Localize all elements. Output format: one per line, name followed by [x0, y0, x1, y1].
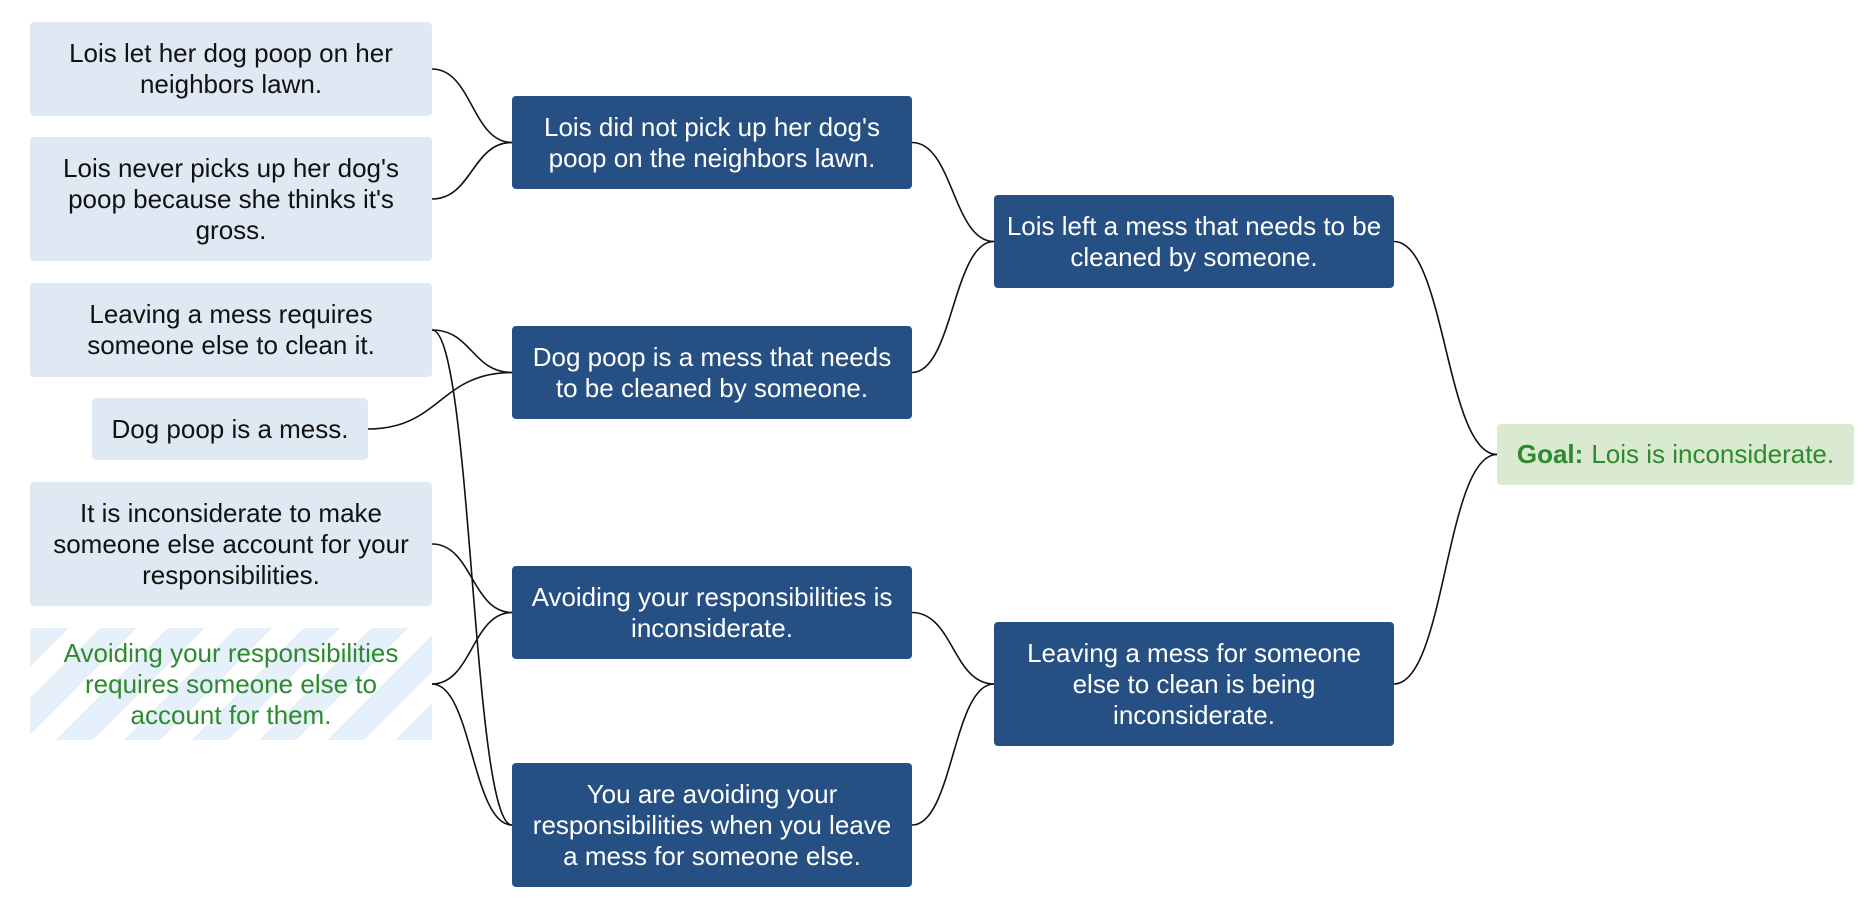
- intermediate-node-poop-needs-cleaning: Dog poop is a mess that needs to be clea…: [512, 326, 912, 419]
- premise-node-inconsiderate-responsibilities: It is inconsiderate to make someone else…: [30, 482, 432, 606]
- premise-text: It is inconsiderate to make someone else…: [53, 497, 409, 590]
- intermediate-node-avoiding-inconsiderate: Avoiding your responsibilities is incons…: [512, 566, 912, 659]
- goal-text: Lois is inconsiderate.: [1591, 439, 1835, 469]
- edge-i3-to-c2: [911, 611, 995, 685]
- edge-c1-to-goal: [1393, 240, 1498, 456]
- premise-node-dog-poop-mess: Dog poop is a mess.: [92, 398, 368, 460]
- intermediate-text: Dog poop is a mess that needs to be clea…: [532, 341, 892, 403]
- edge-p5-to-i3: [431, 543, 513, 614]
- premise-text: Leaving a mess requires someone else to …: [87, 299, 375, 360]
- edge-h1-to-i3: [431, 611, 513, 685]
- premise-text: Dog poop is a mess.: [111, 413, 349, 444]
- intermediate-node-mess-is-inconsiderate: Leaving a mess for someone else to clean…: [994, 622, 1394, 746]
- premise-node-never-picks-up: Lois never picks up her dog's poop becau…: [30, 137, 432, 261]
- premise-text: Lois let her dog poop on her neighbors l…: [69, 38, 393, 99]
- intermediate-text: Avoiding your responsibilities is incons…: [531, 581, 893, 643]
- edge-p2-to-i1: [431, 141, 513, 200]
- edge-p4-to-i2: [367, 371, 513, 430]
- intermediate-node-left-a-mess: Lois left a mess that needs to be cleane…: [994, 195, 1394, 288]
- intermediate-text: Lois left a mess that needs to be cleane…: [1006, 210, 1382, 272]
- intermediate-node-did-not-pick-up: Lois did not pick up her dog's poop on t…: [512, 96, 912, 189]
- intermediate-node-avoiding-when-mess: You are avoiding your responsibilities w…: [512, 763, 912, 887]
- hypothesis-text: Avoiding your responsibilities requires …: [63, 637, 399, 730]
- premise-node-mess-requires-cleaning: Leaving a mess requires someone else to …: [30, 283, 432, 377]
- edge-c2-to-goal: [1393, 453, 1498, 685]
- premise-node-dog-poop-lawn: Lois let her dog poop on her neighbors l…: [30, 22, 432, 116]
- intermediate-text: You are avoiding your responsibilities w…: [532, 778, 892, 871]
- edge-i4-to-c2: [911, 683, 995, 826]
- intermediate-text: Leaving a mess for someone else to clean…: [1027, 637, 1361, 730]
- hypothesis-node-avoiding-responsibilities: Avoiding your responsibilities requires …: [30, 628, 432, 740]
- intermediate-text: Lois did not pick up her dog's poop on t…: [544, 111, 880, 173]
- edge-p3-to-i2: [431, 329, 513, 374]
- goal-node: Goal: Lois is inconsiderate.: [1497, 424, 1854, 485]
- edge-h1-to-i4: [431, 683, 513, 826]
- goal-label: Goal:: [1516, 439, 1584, 469]
- premise-text: Lois never picks up her dog's poop becau…: [63, 152, 399, 245]
- edge-p1-to-i1: [431, 68, 513, 144]
- edge-i1-to-c1: [911, 141, 995, 243]
- edge-i2-to-c1: [911, 240, 995, 374]
